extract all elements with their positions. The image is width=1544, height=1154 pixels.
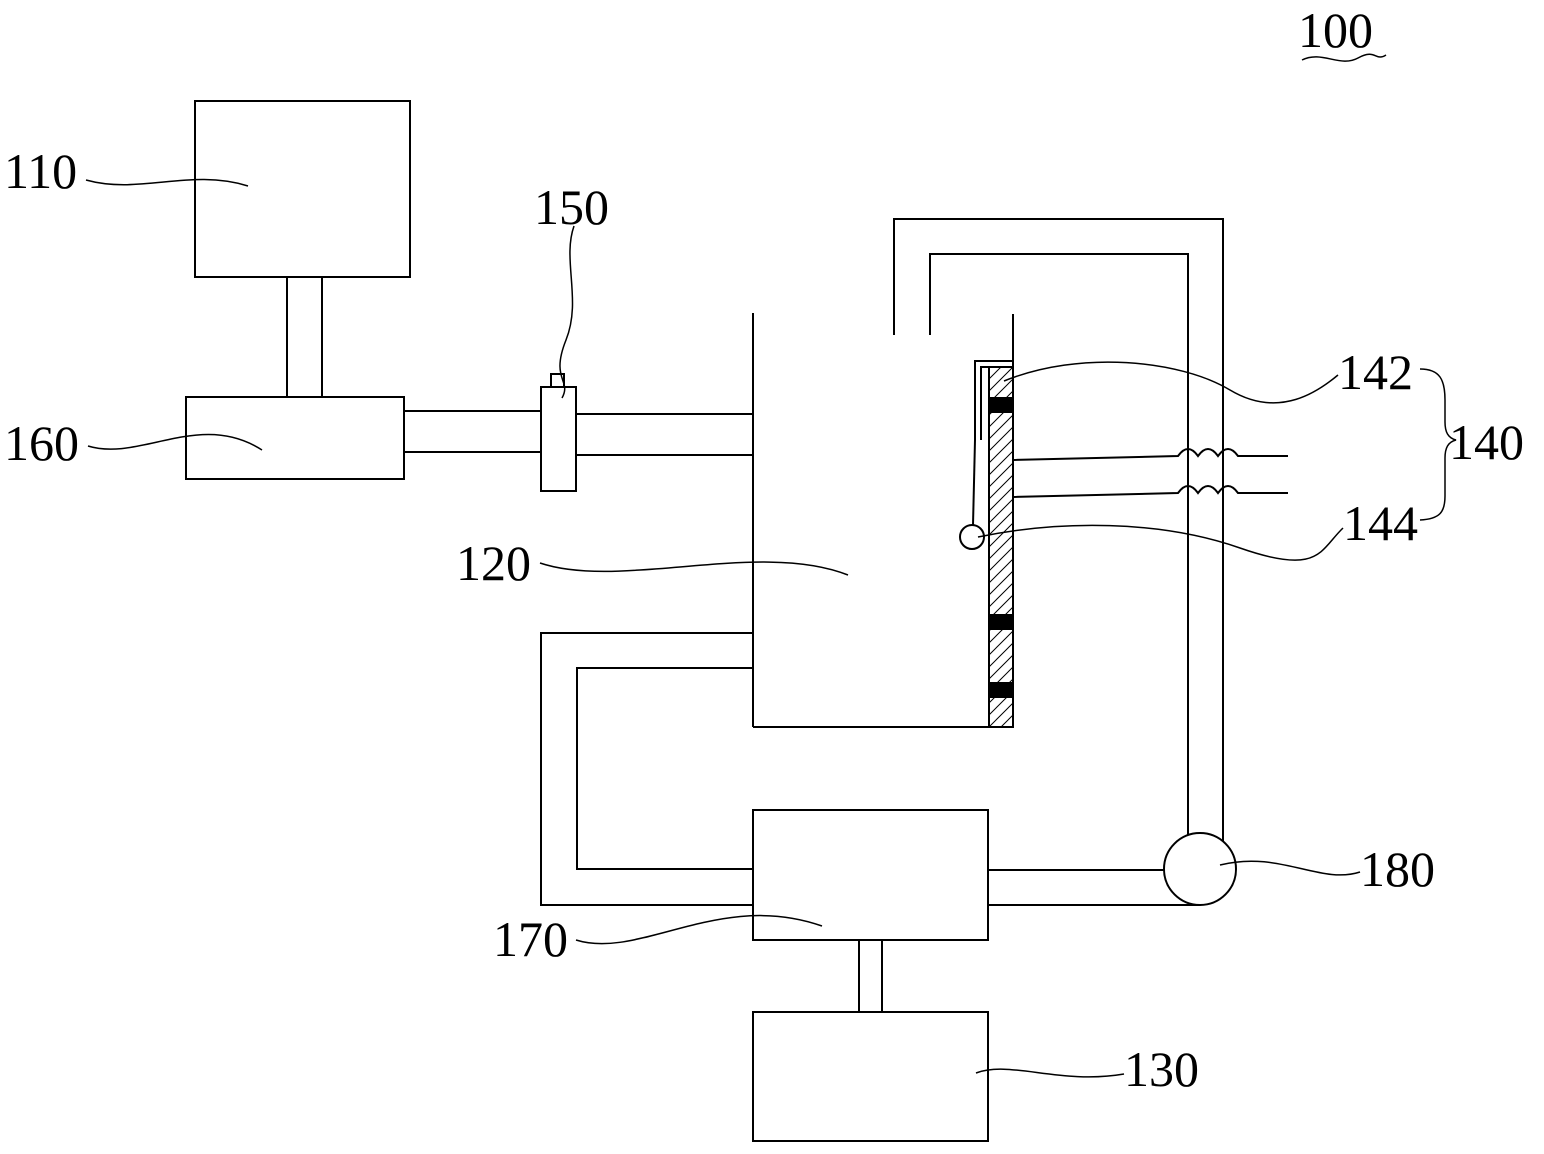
leader-130 [975,1068,1125,1078]
leader-170 [575,914,823,945]
sensor-circle [1163,832,1237,906]
reservoir-box [194,100,411,278]
tank-box [752,1011,989,1142]
leader-110 [85,178,249,187]
loop-pipe-outer [540,632,753,906]
pump-unit-box [185,396,405,480]
signal-wire-1 [1012,448,1288,461]
controller-box [752,809,989,941]
float-arm-outer [974,360,1013,440]
label-130: 130 [1124,1041,1199,1097]
plate-band-3 [989,682,1013,698]
label-120: 120 [456,535,531,591]
plate-band-1 [989,397,1013,413]
float-rod [972,439,976,526]
return-pipe-inner [929,253,1189,870]
label-110: 110 [4,143,77,199]
leader-150 [559,225,575,399]
label-170: 170 [493,911,568,967]
label-150: 150 [534,179,609,235]
label-100: 100 [1298,2,1373,58]
loop-pipe-inner [576,667,753,870]
leader-160 [87,433,263,451]
leader-144 [977,524,1344,561]
return-pipe-outer [893,218,1224,870]
underline-100 [1301,53,1387,62]
bracket-140 [1419,368,1457,521]
float-ball [959,524,985,550]
label-180: 180 [1360,841,1435,897]
label-140: 140 [1449,414,1524,470]
system-reference: 100 [1298,2,1387,62]
leader-180 [1219,860,1361,876]
signal-wire-2 [1012,485,1288,498]
plate-band-2 [989,614,1013,630]
hatched-plate [988,366,1014,728]
label-142: 142 [1338,344,1413,400]
label-160: 160 [4,415,79,471]
label-144: 144 [1343,495,1418,551]
leader-120 [539,561,849,576]
float-arm-inner [980,366,1013,440]
valve-cap [550,373,565,388]
leader-142 [1003,361,1339,404]
valve-body [540,386,577,492]
